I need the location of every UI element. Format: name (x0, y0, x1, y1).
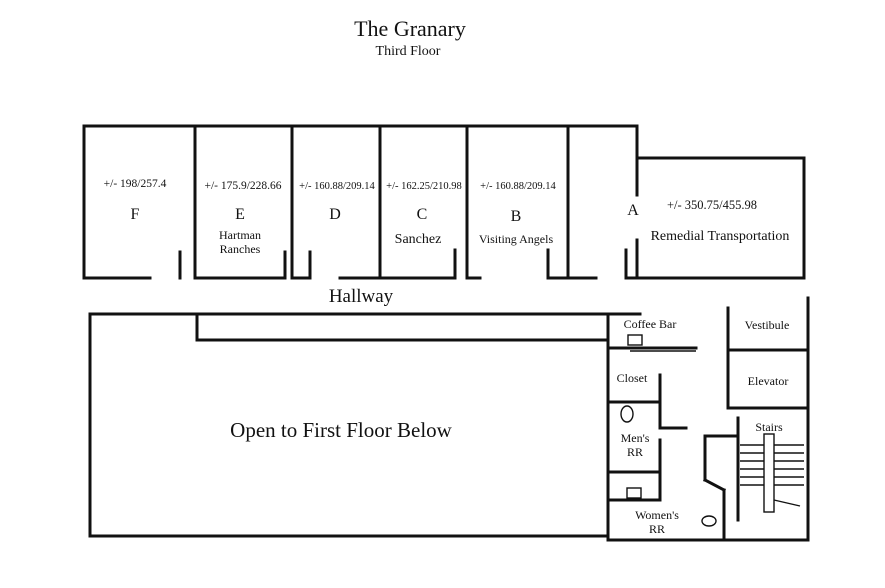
unit-row-walls (82, 124, 806, 280)
unit-a-tenant: Remedial Transportation (650, 229, 790, 244)
stairs-icon (740, 433, 804, 513)
elevator-label: Elevator (747, 374, 789, 388)
womens-rr-line2: RR (648, 522, 666, 536)
unit-c-area: +/- 162.25/210.98 (386, 181, 462, 192)
vestibule-label: Vestibule (744, 318, 790, 332)
mens-toilet-icon (620, 405, 634, 423)
womens-rr-line1: Women's (635, 508, 679, 522)
womens-toilet-icon (701, 515, 717, 527)
unit-a-label: A (627, 202, 639, 219)
unit-d-label: D (329, 206, 341, 223)
fixtures (620, 334, 717, 527)
unit-a-area: +/- 350.75/455.98 (666, 198, 758, 212)
unit-f-area: +/- 198/257.4 (103, 178, 167, 190)
unit-e-label: E (235, 206, 245, 223)
unit-e-tenant-line1: Hartman (219, 228, 261, 242)
unit-f-label: F (130, 206, 140, 223)
stairs-label: Stairs (755, 420, 783, 434)
unit-b-label: B (510, 208, 522, 225)
plan-subtitle: Third Floor (375, 44, 441, 59)
mens-rr-line2: RR (626, 445, 644, 459)
unit-b-area: +/- 160.88/209.14 (480, 181, 556, 192)
open-area-label: Open to First Floor Below (230, 418, 452, 442)
unit-c-tenant: Sanchez (394, 232, 442, 247)
unit-e-area: +/- 175.9/228.66 (204, 180, 282, 192)
plan-title: The Granary (354, 16, 466, 41)
coffee-sink-icon (627, 334, 643, 346)
service-core-walls (606, 296, 810, 542)
unit-d-area: +/- 160.88/209.14 (299, 181, 375, 192)
closet-label: Closet (616, 371, 648, 385)
unit-e-tenant-line2: Ranches (219, 242, 261, 256)
unit-b-tenant: Visiting Angels (478, 232, 554, 246)
coffee-bar-label: Coffee Bar (623, 317, 677, 331)
mens-rr-line1: Men's (620, 431, 650, 445)
hallway-label: Hallway (328, 286, 394, 307)
mens-sink-icon (626, 487, 642, 499)
unit-c-label: C (416, 206, 428, 223)
